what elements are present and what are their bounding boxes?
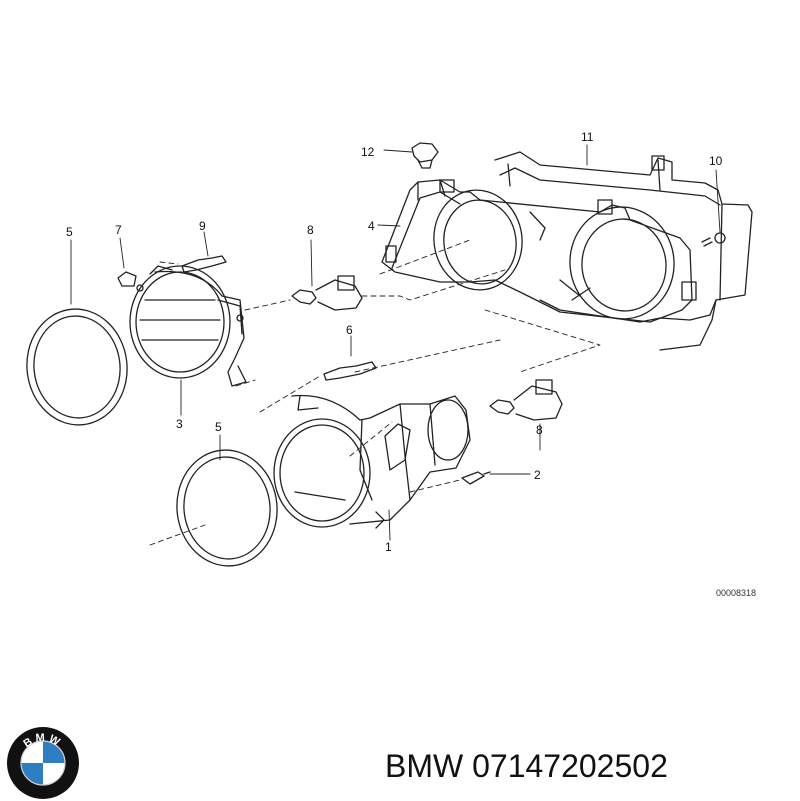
bmw-logo: BMW — [7, 727, 79, 799]
svg-text:BMW: BMW — [21, 732, 64, 750]
headlamp-large — [273, 394, 471, 529]
leader-lines — [70, 144, 721, 541]
callout-1: 1 — [385, 540, 392, 554]
headlight-carrier-housing — [381, 142, 753, 351]
headlamp-small — [129, 265, 247, 387]
callout-5a: 5 — [66, 225, 73, 239]
callout-labels: 1 2 3 4 5 5 6 7 8 8 9 10 11 12 00008318 — [66, 130, 756, 598]
part-number-caption: BMW 07147202502 — [385, 748, 668, 784]
callout-12: 12 — [361, 145, 375, 159]
callout-7: 7 — [115, 223, 122, 237]
bulb-upper — [291, 275, 363, 311]
bulb-6 — [323, 361, 377, 381]
callout-4: 4 — [368, 219, 375, 233]
socket-9 — [181, 255, 227, 273]
bulb-lower — [489, 379, 563, 421]
callout-2: 2 — [534, 468, 541, 482]
trim-ring-upper — [26, 308, 128, 426]
callout-5b: 5 — [215, 420, 222, 434]
callout-11: 11 — [581, 130, 594, 144]
socket-7 — [117, 271, 137, 287]
diagram-reference-number: 00008318 — [716, 588, 756, 598]
trim-ring-lower — [176, 449, 278, 567]
screw-2 — [461, 471, 491, 485]
assembly-lines — [149, 239, 601, 546]
callout-10: 10 — [709, 154, 723, 168]
callout-8a: 8 — [307, 223, 314, 237]
callout-3: 3 — [176, 417, 183, 431]
callout-6: 6 — [346, 323, 353, 337]
callout-9: 9 — [199, 219, 206, 233]
callout-8b: 8 — [536, 423, 543, 437]
